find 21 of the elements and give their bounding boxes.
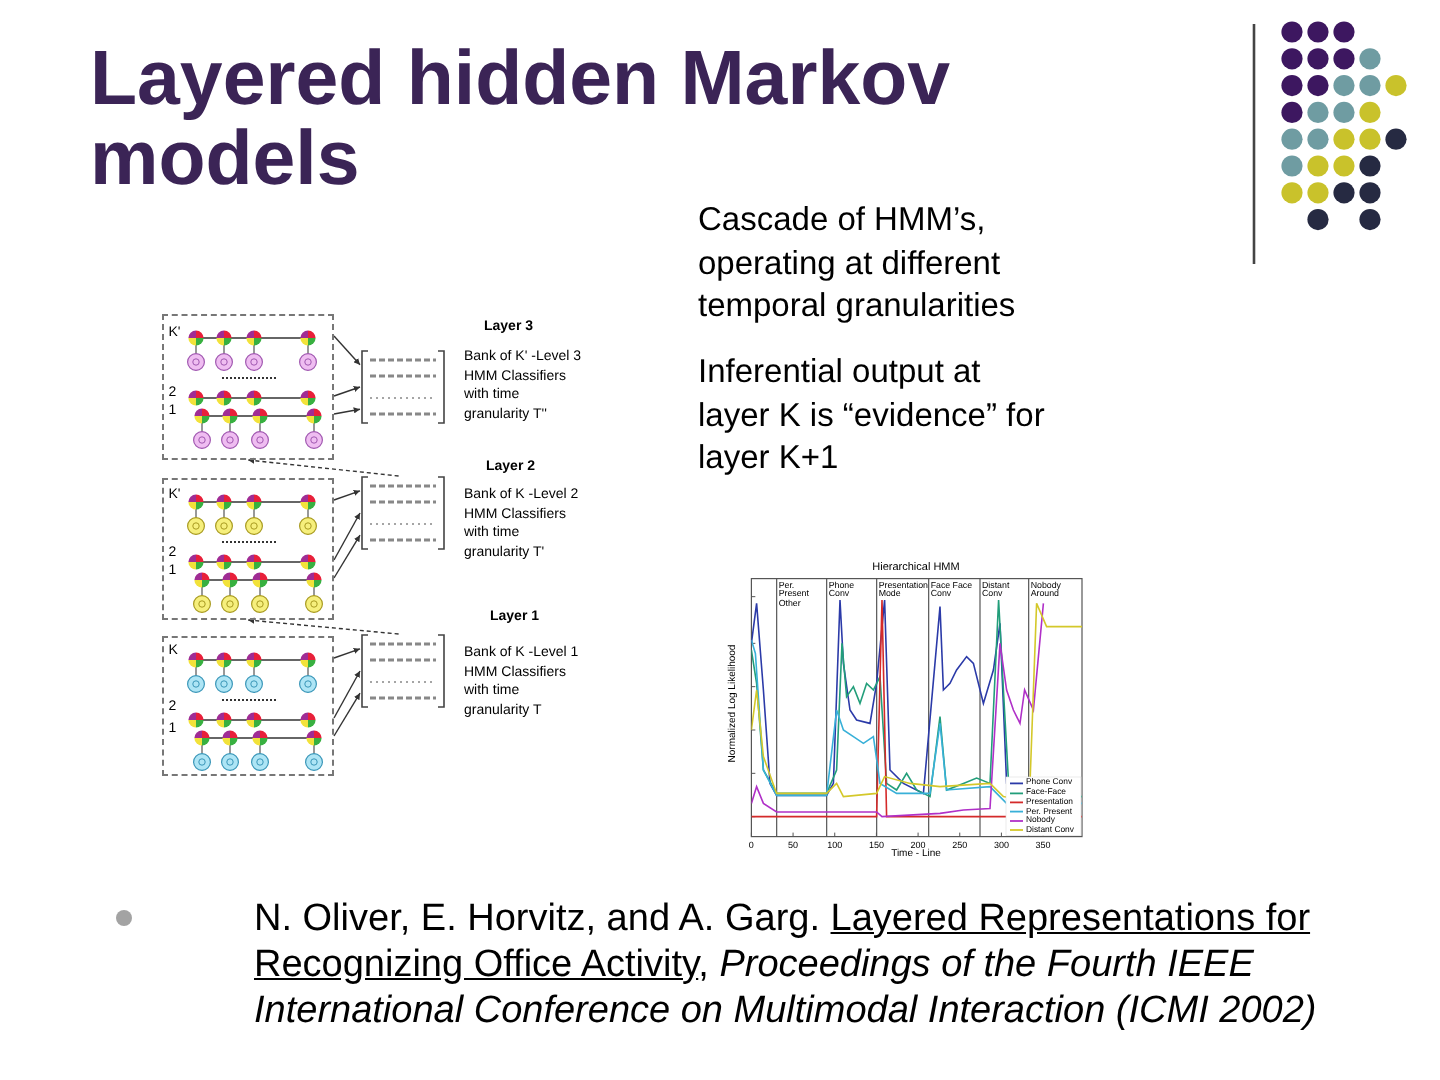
hmm-layer-panel [162, 478, 334, 620]
arrow [333, 407, 361, 415]
dashed-arrow [247, 457, 400, 477]
arrow [333, 335, 361, 366]
hmm-layer-panel [162, 314, 334, 460]
output-matrix-drawing [360, 476, 446, 550]
arrow [333, 647, 361, 659]
dashed-arrow [247, 617, 400, 635]
arrow [333, 534, 361, 579]
arrow [333, 512, 361, 561]
output-matrix-drawing [360, 634, 446, 708]
arrow [333, 386, 361, 397]
body-text: Cascade of HMM’s, operating at different temporal granularities [698, 200, 1018, 328]
slide-title: Layered hidden Markov models [90, 40, 953, 200]
citation-text: N. Oliver, E. Horvitz, and A. Garg. Layered Representations for Recognizing Office Activity, Proceedings of the Fourth IEEE International Conference on Multimodal Interaction (ICMI 2002) [254, 896, 1319, 1034]
arrow [333, 670, 361, 719]
arrow [333, 692, 361, 737]
body-text: Inferential output at layer K is “evidence” for layer K+1 [698, 352, 1047, 480]
output-matrix-drawing [360, 350, 446, 424]
arrow [333, 489, 361, 501]
hmm-layer-panel [162, 636, 334, 776]
